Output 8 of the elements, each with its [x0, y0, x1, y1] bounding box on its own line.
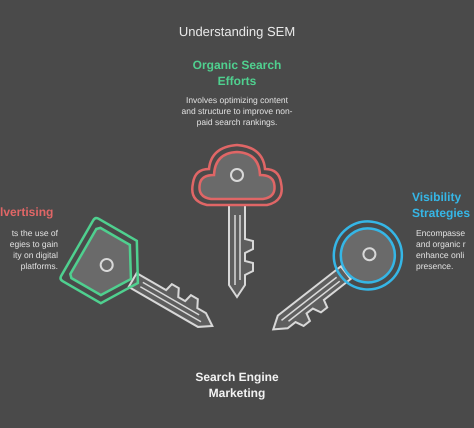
heading: lvertising: [0, 205, 54, 221]
description: Encompasse and organic r enhance onli presence.: [416, 228, 467, 272]
description: ts the use of egies to gain ity on digital platforms.: [8, 228, 58, 272]
heading: Visibility Strategies: [412, 190, 472, 222]
title: Understanding SEM: [178, 24, 296, 39]
description: Involves optimizing content and structure to improve non-paid search rankings.: [180, 95, 294, 128]
heading: Search Engine Marketing: [194, 370, 280, 402]
heading: Organic Search Efforts: [192, 58, 282, 90]
